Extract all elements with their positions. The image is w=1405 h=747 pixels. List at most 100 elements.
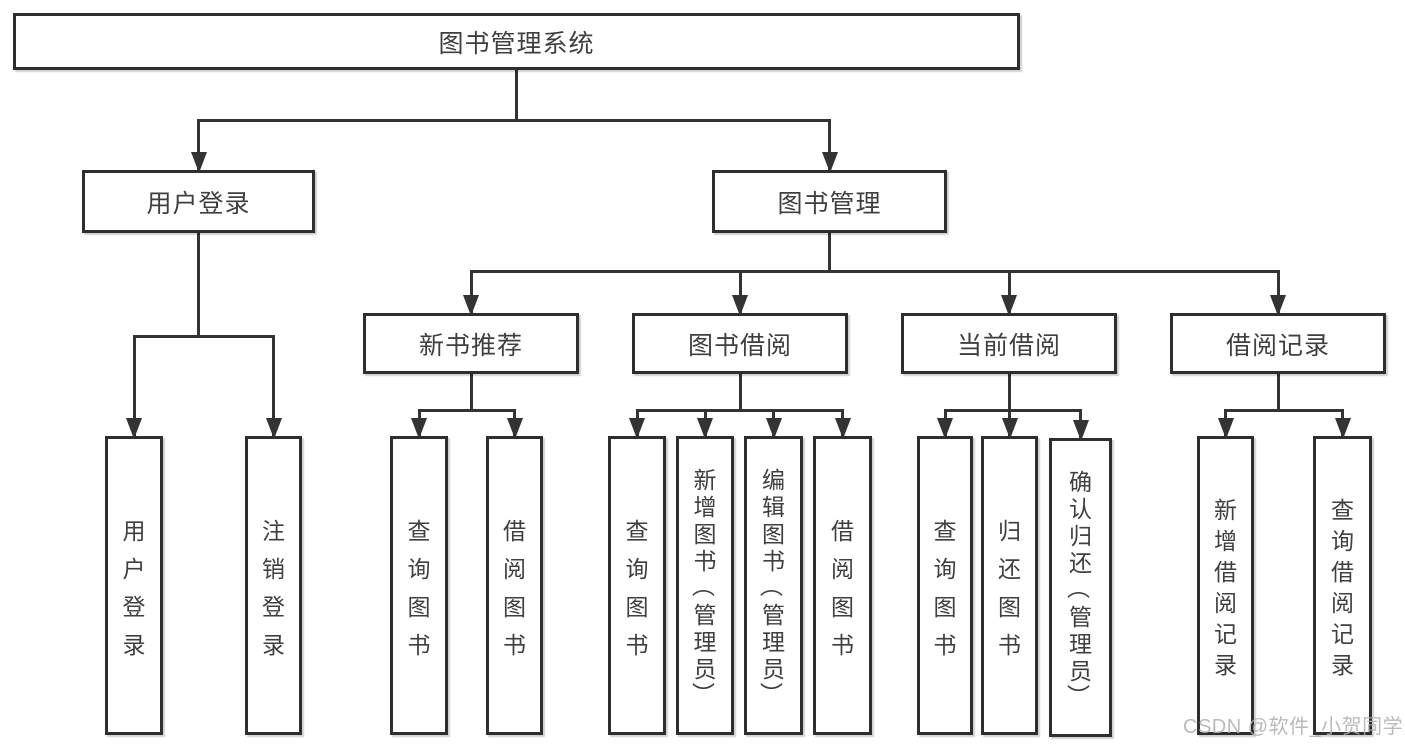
vertical-char: 阅 <box>503 555 526 582</box>
connector-line <box>197 118 831 122</box>
node-user-login: 用户登录 <box>82 170 315 233</box>
vertical-char: 员 <box>693 655 717 682</box>
arrowhead-icon <box>126 418 142 439</box>
connector-line <box>469 269 1280 273</box>
vertical-char: 理 <box>1069 630 1092 657</box>
vertical-char: 查 <box>1331 497 1354 523</box>
node-bb-edit-books-admin: 编辑图书（管理员） <box>744 436 803 735</box>
arrowhead-icon <box>265 418 282 439</box>
vertical-char: 记 <box>1214 621 1237 647</box>
vertical-char: 录 <box>1331 652 1354 678</box>
vertical-char: 记 <box>1331 621 1354 647</box>
connector-line <box>197 231 200 338</box>
arrowhead-icon <box>697 418 713 439</box>
node-label: 归还图书 <box>984 439 1035 732</box>
vertical-char: 员 <box>1069 657 1092 684</box>
node-bb-add-books-admin: 新增图书（管理员） <box>676 436 734 735</box>
connector-line <box>828 120 831 170</box>
vertical-char: 理 <box>762 628 785 655</box>
vertical-char: 新 <box>1214 497 1237 523</box>
arrowhead-icon <box>821 152 838 173</box>
node-logout: 注销登录 <box>245 436 302 735</box>
vertical-char: 登 <box>262 593 285 620</box>
node-label: 编辑图书（管理员） <box>747 439 800 732</box>
node-label: 查询图书 <box>920 439 970 732</box>
connector-line <box>738 271 742 313</box>
vertical-char: 借 <box>503 517 526 544</box>
vertical-char: 录 <box>262 631 285 658</box>
vertical-char: 图 <box>503 593 526 620</box>
arrowhead-icon <box>629 418 645 439</box>
node-label: 用户登录 <box>146 189 251 218</box>
node-new-book-recommend: 新书推荐 <box>363 313 579 374</box>
vertical-char: 书 <box>407 631 431 658</box>
node-user-login-leaf: 用户登录 <box>105 436 163 735</box>
vertical-char: 询 <box>1331 528 1354 554</box>
node-br-add-record: 新增借阅记录 <box>1197 436 1254 735</box>
connector-line <box>1007 372 1011 412</box>
arrowhead-icon <box>834 418 851 439</box>
node-label: 当前借阅 <box>956 331 1061 360</box>
connector-line <box>469 372 473 412</box>
vertical-char: 图 <box>407 593 431 620</box>
connector-line <box>272 336 275 436</box>
node-label: 新增借阅记录 <box>1200 439 1251 732</box>
node-label: 用户登录 <box>108 439 160 732</box>
node-nb-query-books: 查询图书 <box>390 436 448 735</box>
node-label: 确认归还（管理员） <box>1052 441 1109 734</box>
vertical-char: 书 <box>933 631 957 658</box>
vertical-char: 确 <box>1069 468 1092 495</box>
vertical-char: 编 <box>762 466 785 493</box>
vertical-char: 书 <box>693 547 717 574</box>
vertical-char: 查 <box>933 517 957 544</box>
arrowhead-icon <box>463 295 479 316</box>
node-book-borrowing: 图书借阅 <box>632 313 848 374</box>
node-label: 图书管理系统 <box>438 29 595 58</box>
vertical-char: 录 <box>122 631 146 658</box>
arrowhead-icon <box>190 152 207 173</box>
vertical-char: 还 <box>998 555 1021 582</box>
vertical-char: 书 <box>998 631 1021 658</box>
connector-line <box>1007 271 1011 313</box>
node-label: 借阅图书 <box>489 439 540 732</box>
vertical-char: 增 <box>693 493 717 520</box>
connector-line <box>828 231 831 273</box>
vertical-char: 阅 <box>831 555 854 582</box>
connector-line <box>1276 271 1280 313</box>
vertical-char: 管 <box>1069 603 1092 630</box>
arrowhead-icon <box>506 418 523 439</box>
arrowhead-icon <box>1270 295 1286 316</box>
vertical-char: 图 <box>933 593 957 620</box>
vertical-char: 员 <box>762 655 785 682</box>
node-nb-borrow-books: 借阅图书 <box>486 436 543 735</box>
connector-line <box>417 408 516 412</box>
node-label: 注销登录 <box>248 439 299 732</box>
vertical-char: ） <box>758 682 785 705</box>
connector-line <box>738 372 742 412</box>
vertical-char: 询 <box>407 555 431 582</box>
vertical-char: 查 <box>407 517 431 544</box>
vertical-char: 管 <box>693 601 717 628</box>
vertical-char: 图 <box>762 520 785 547</box>
vertical-char: 销 <box>262 555 285 582</box>
vertical-char: 阅 <box>1214 590 1237 616</box>
node-label: 查询图书 <box>393 439 445 732</box>
vertical-char: ） <box>1065 684 1092 707</box>
vertical-char: 用 <box>122 517 146 544</box>
connector-line <box>1224 408 1344 412</box>
vertical-char: ） <box>690 682 716 705</box>
vertical-char: 阅 <box>1331 590 1354 616</box>
node-label: 新书推荐 <box>418 331 523 360</box>
vertical-char: 归 <box>998 517 1021 544</box>
arrowhead-icon <box>1001 418 1018 439</box>
vertical-char: 增 <box>1214 528 1237 554</box>
vertical-char: 登 <box>122 593 146 620</box>
node-label: 借阅记录 <box>1225 331 1330 360</box>
vertical-char: 询 <box>933 555 957 582</box>
connector-line <box>515 68 518 122</box>
vertical-char: 书 <box>625 631 649 658</box>
node-label: 图书管理 <box>777 189 882 218</box>
connector-line <box>943 408 1082 412</box>
vertical-char: 书 <box>762 547 785 574</box>
connector-line <box>132 334 275 338</box>
